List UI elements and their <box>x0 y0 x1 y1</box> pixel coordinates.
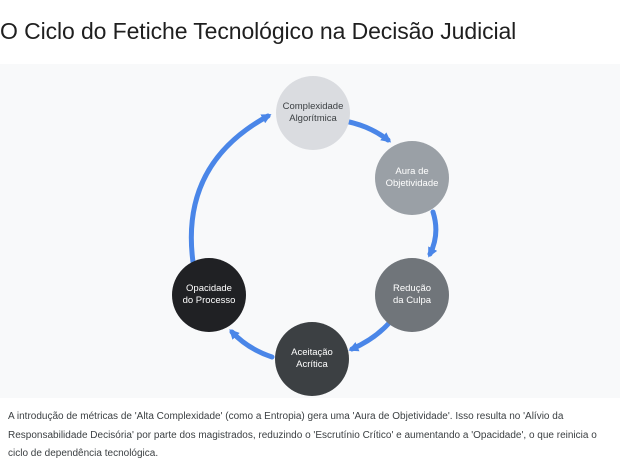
node-label: Aceitação Acrítica <box>291 347 333 370</box>
arrow-5-to-1 <box>188 113 272 265</box>
node-label: Aura de Objetividade <box>385 166 439 189</box>
arrow-2-to-3 <box>427 209 439 258</box>
node-label: Opacidade do Processo <box>182 283 236 306</box>
page-title: O Ciclo do Fetiche Tecnológico na Decisã… <box>0 18 517 44</box>
node-aceitacao-acritica: Aceitação Acrítica <box>275 322 349 396</box>
diagram-caption: A introdução de métricas de 'Alta Comple… <box>8 411 597 459</box>
arrow-4-to-5 <box>229 329 275 360</box>
cycle-diagram: Complexidade Algorítmica Aura de Objetiv… <box>0 64 620 398</box>
node-reducao-da-culpa: Redução da Culpa <box>375 258 449 332</box>
node-label: Redução da Culpa <box>392 283 432 306</box>
cycle-arrows <box>188 113 439 360</box>
node-opacidade-do-processo: Opacidade do Processo <box>172 258 246 332</box>
arrow-3-to-4 <box>348 319 393 352</box>
node-label: Complexidade Algorítmica <box>282 101 344 124</box>
arrow-1-to-2 <box>342 118 392 143</box>
node-complexidade-algoritmica: Complexidade Algorítmica <box>276 76 350 150</box>
node-aura-de-objetividade: Aura de Objetividade <box>375 141 449 215</box>
